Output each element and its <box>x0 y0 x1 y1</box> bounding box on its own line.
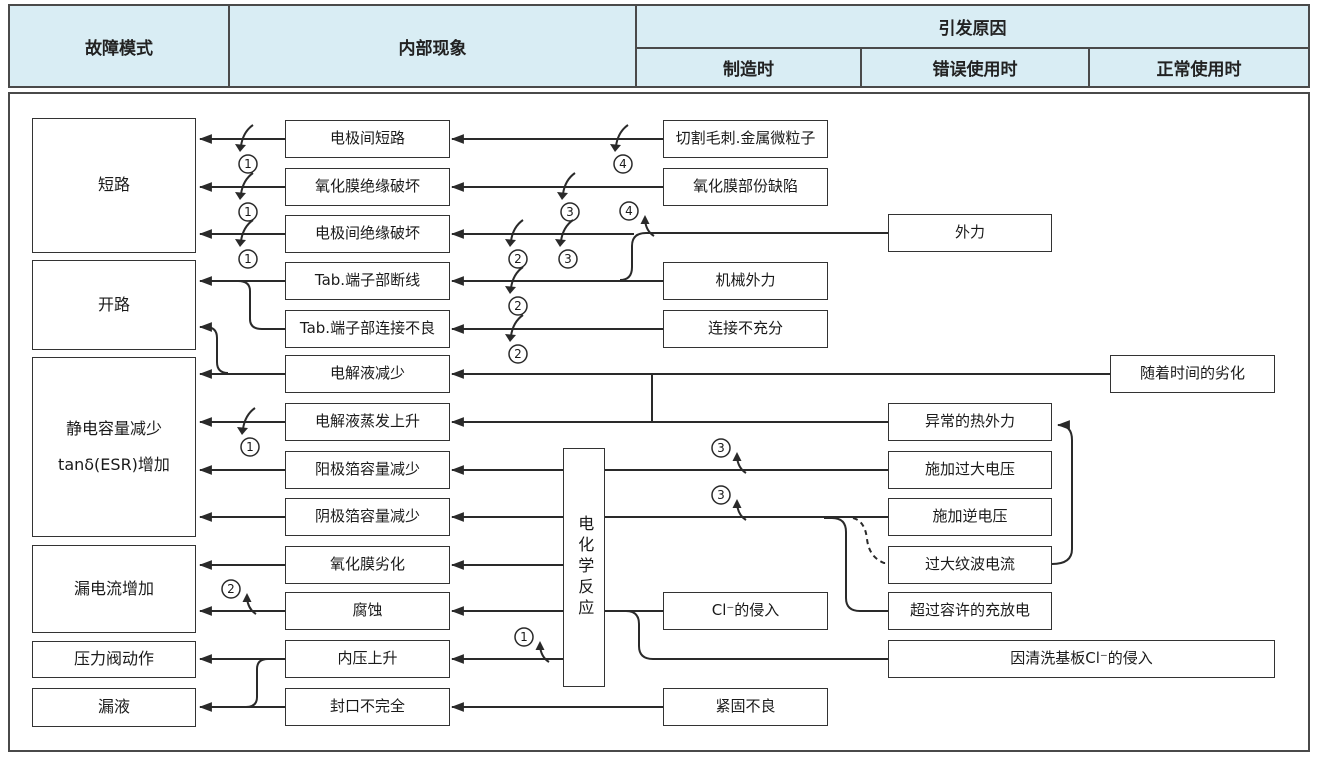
header-failure-mode: 故障模式 <box>8 4 230 88</box>
box-normal-deterioration-over-time: 随着时间的劣化 <box>1110 355 1275 393</box>
box-misuse-pcb-cleaning-cl-intrusion: 因清洗基板Cl⁻的侵入 <box>888 640 1275 678</box>
box-mfg-cl-intrusion: Cl⁻的侵入 <box>663 592 828 630</box>
box-misuse-external-force: 外力 <box>888 214 1052 252</box>
annotation-3: 3 <box>711 438 747 474</box>
svg-text:3: 3 <box>717 441 725 455</box>
header-normal-use: 正常使用时 <box>1088 47 1310 88</box>
box-failure-liquid-leakage: 漏液 <box>32 688 196 727</box>
box-phen-incomplete-sealing: 封口不完全 <box>285 688 450 726</box>
box-misuse-excessive-voltage: 施加过大电压 <box>888 451 1052 489</box>
annotation-2: 2 <box>505 219 528 269</box>
phenomenon-to-failure-lines <box>198 134 285 712</box>
svg-text:1: 1 <box>520 630 528 644</box>
box-failure-pressure-valve-operation: 压力阀动作 <box>32 641 196 678</box>
box-phen-oxide-film-degradation: 氧化膜劣化 <box>285 546 450 584</box>
annotation-1: 1 <box>235 172 258 222</box>
box-phen-anode-foil-capacity-decrease: 阳极箔容量减少 <box>285 451 450 489</box>
svg-text:2: 2 <box>227 582 235 596</box>
svg-text:2: 2 <box>514 347 522 361</box>
header-misuse: 错误使用时 <box>860 47 1090 88</box>
annotation-3: 3 <box>711 485 747 521</box>
box-mfg-cutting-burr-metal-particles: 切割毛刺.金属微粒子 <box>663 120 828 158</box>
header-manufacturing: 制造时 <box>635 47 862 88</box>
box-phen-corrosion: 腐蚀 <box>285 592 450 630</box>
box-misuse-over-charge-discharge: 超过容许的充放电 <box>888 592 1052 630</box>
annotation-2: 2 <box>505 266 528 316</box>
annotation-1: 1 <box>237 407 260 457</box>
box-misuse-excessive-ripple-current: 过大纹波电流 <box>888 546 1052 584</box>
box-misuse-reverse-voltage: 施加逆电压 <box>888 498 1052 536</box>
box-phen-oxide-film-insulation-breakdown: 氧化膜绝缘破坏 <box>285 168 450 206</box>
header-cause: 引发原因 <box>635 4 1310 49</box>
header-manufacturing-label: 制造时 <box>723 60 774 80</box>
box-mfg-insufficient-connection: 连接不充分 <box>663 310 828 348</box>
annotation-4: 4 <box>619 201 655 237</box>
annotation-3: 3 <box>555 219 578 269</box>
annotation-3: 3 <box>557 172 580 222</box>
svg-text:1: 1 <box>244 252 252 266</box>
svg-text:1: 1 <box>246 440 254 454</box>
box-phen-internal-pressure-rise: 内压上升 <box>285 640 450 678</box>
svg-text:2: 2 <box>514 299 522 313</box>
header-internal-phenomenon: 内部现象 <box>228 4 637 88</box>
box-mfg-poor-fastening: 紧固不良 <box>663 688 828 726</box>
box-phen-electrode-short: 电极间短路 <box>285 120 450 158</box>
header-failure-mode-label: 故障模式 <box>85 38 153 59</box>
svg-text:1: 1 <box>244 205 252 219</box>
box-electrochemical-reaction: 电化学反应 <box>563 448 605 687</box>
box-misuse-abnormal-heat: 异常的热外力 <box>888 403 1052 441</box>
annotation-1: 1 <box>235 219 258 269</box>
header-internal-phenomenon-label: 内部现象 <box>398 38 467 59</box>
svg-text:4: 4 <box>619 157 627 171</box>
svg-text:2: 2 <box>514 252 522 266</box>
header-cause-label: 引发原因 <box>938 19 1007 39</box>
svg-text:4: 4 <box>625 204 633 218</box>
header-normal-use-label: 正常使用时 <box>1156 60 1242 80</box>
annotation-4: 4 <box>610 124 633 174</box>
cause-to-phenomenon-lines <box>450 134 1110 712</box>
circled-number-annotations: 1 1 1 1 4 3 2 3 2 2 4 3 3 2 1 <box>221 124 747 663</box>
box-phen-tab-terminal-wire-break: Tab.端子部断线 <box>285 262 450 300</box>
svg-text:3: 3 <box>564 252 572 266</box>
box-failure-open-circuit: 开路 <box>32 260 196 350</box>
svg-text:3: 3 <box>717 488 725 502</box>
box-phen-tab-terminal-bad-connection: Tab.端子部连接不良 <box>285 310 450 348</box>
annotation-2: 2 <box>221 579 257 615</box>
header-misuse-label: 错误使用时 <box>932 60 1018 80</box>
box-phen-electrolyte-evaporation-rise: 电解液蒸发上升 <box>285 403 450 441</box>
annotation-1: 1 <box>235 124 258 174</box>
annotation-2: 2 <box>505 314 528 364</box>
box-mfg-oxide-film-partial-defect: 氧化膜部份缺陷 <box>663 168 828 206</box>
svg-text:1: 1 <box>244 157 252 171</box>
annotation-1: 1 <box>514 627 550 663</box>
box-mfg-mechanical-force: 机械外力 <box>663 262 828 300</box>
box-phen-electrode-insulation-breakdown: 电极间绝缘破坏 <box>285 215 450 253</box>
svg-text:3: 3 <box>566 205 574 219</box>
box-phen-electrolyte-decrease: 电解液减少 <box>285 355 450 393</box>
box-phen-cathode-foil-capacity-decrease: 阴极箔容量减少 <box>285 498 450 536</box>
box-failure-leakage-current-increase: 漏电流增加 <box>32 545 196 633</box>
box-failure-short-circuit: 短路 <box>32 118 196 253</box>
